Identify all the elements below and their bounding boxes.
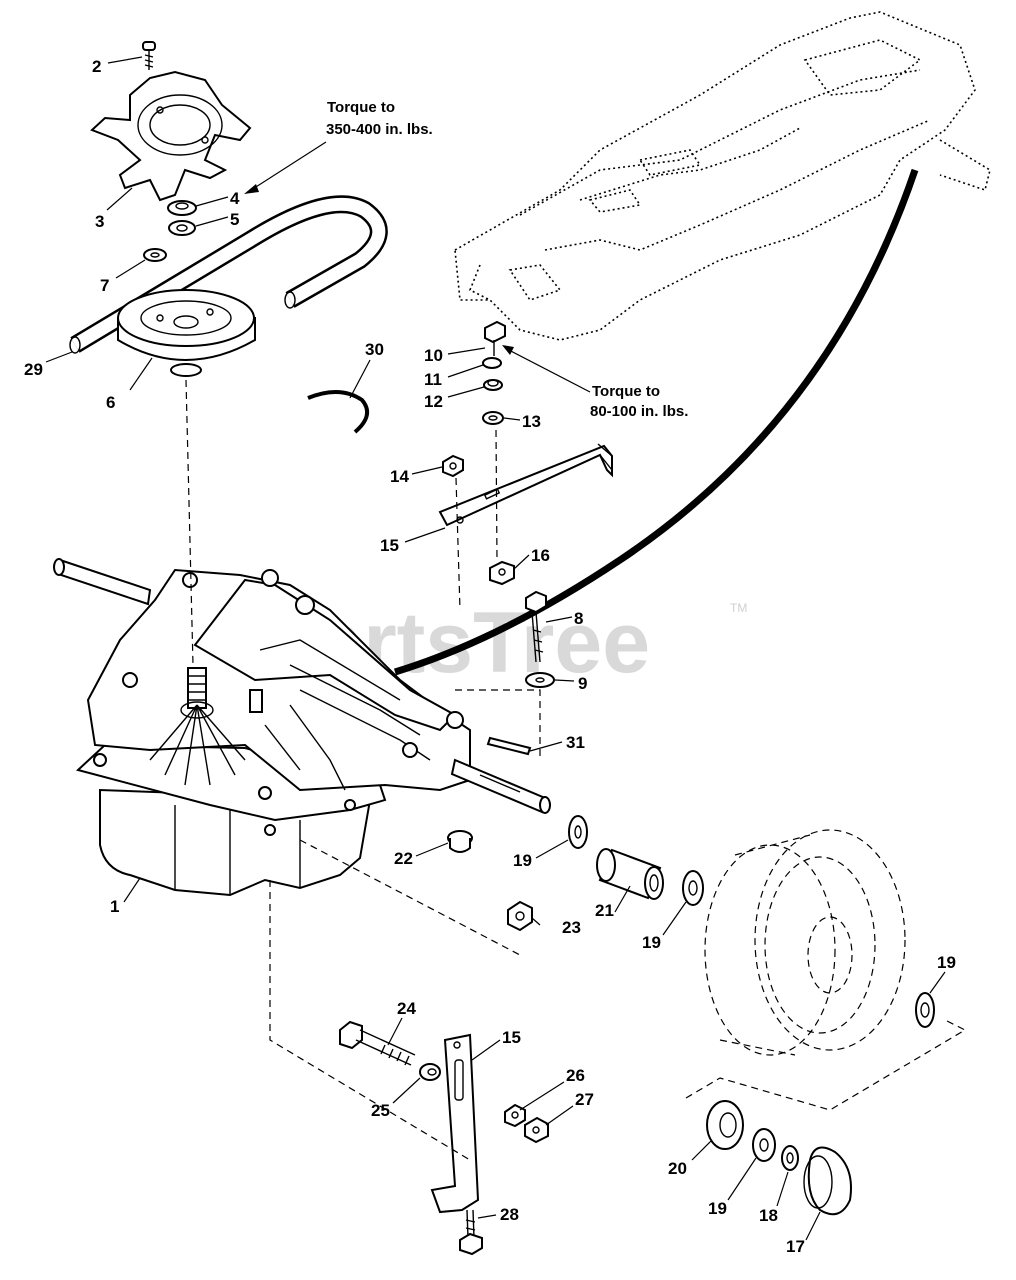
nut-part-16 <box>489 560 515 586</box>
torque-note-bracket-line1: Torque to <box>592 383 660 400</box>
pulley-part-6 <box>117 289 256 377</box>
callout-13: 13 <box>522 412 541 431</box>
callout-4: 4 <box>230 189 240 208</box>
torque-arrowhead-fan <box>244 184 259 194</box>
callout-27: 27 <box>575 1090 594 1109</box>
lock-washer-part-12 <box>483 379 503 391</box>
wheel-rim <box>704 829 906 1056</box>
callout-23: 23 <box>562 918 581 937</box>
washer-part-19-d <box>752 1128 776 1162</box>
screw-part-2 <box>142 41 156 70</box>
callout-15-upper: 15 <box>380 536 399 555</box>
callout-1: 1 <box>110 897 119 916</box>
callout-19-b: 19 <box>642 933 661 952</box>
leader-lines <box>45 56 946 1241</box>
nut-part-14 <box>442 454 464 478</box>
callout-20: 20 <box>668 1159 687 1178</box>
bolt-part-8 <box>525 590 547 663</box>
callout-22: 22 <box>394 849 413 868</box>
nut-part-4 <box>167 200 197 216</box>
callout-6: 6 <box>106 393 115 412</box>
drive-belt-part-29 <box>69 195 388 354</box>
callout-2: 2 <box>92 57 101 76</box>
screw-part-28 <box>459 1209 483 1256</box>
torque-note-fan-line2: 350-400 in. lbs. <box>326 121 433 138</box>
retainer-part-18 <box>781 1145 799 1171</box>
callout-24: 24 <box>397 999 416 1018</box>
callout-16: 16 <box>531 546 550 565</box>
callout-31: 31 <box>566 733 585 752</box>
callout-21: 21 <box>595 901 614 920</box>
washer-part-5 <box>168 220 196 236</box>
torque-arrowhead-bracket <box>502 345 514 355</box>
callout-19-a: 19 <box>513 851 532 870</box>
spacer-part-25 <box>419 1063 441 1081</box>
key-part-31 <box>486 736 532 756</box>
callout-28: 28 <box>500 1205 519 1224</box>
nut-part-26 <box>504 1103 526 1128</box>
callout-26: 26 <box>566 1066 585 1085</box>
tractor-frame-outline <box>454 11 991 341</box>
washer-part-9 <box>525 672 555 688</box>
callout-7: 7 <box>100 276 109 295</box>
callout-29: 29 <box>24 360 43 379</box>
washer-part-19-b <box>682 870 704 906</box>
callout-19-d: 19 <box>708 1199 727 1218</box>
assembly-lines <box>185 379 967 1161</box>
callout-14: 14 <box>390 467 409 486</box>
cooling-fan-part-3 <box>90 70 252 202</box>
washer-part-13 <box>482 411 504 425</box>
callout-17: 17 <box>786 1237 805 1256</box>
callout-18: 18 <box>759 1206 778 1225</box>
callout-12: 12 <box>424 392 443 411</box>
retaining-clip-part-30 <box>307 390 370 434</box>
callout-3: 3 <box>95 212 104 231</box>
trademark-mark: TM <box>730 601 747 615</box>
torque-note-bracket-line2: 80-100 in. lbs. <box>590 403 688 420</box>
nut-part-27 <box>524 1116 549 1144</box>
torque-note-fan-line1: Torque to <box>327 99 395 116</box>
bearing-part-20 <box>706 1100 744 1150</box>
washer-part-7 <box>143 248 167 262</box>
control-rod <box>393 168 919 676</box>
washer-part-19-c <box>915 992 935 1028</box>
bolt-part-10 <box>484 320 506 356</box>
nut-part-23 <box>507 900 533 932</box>
callout-9: 9 <box>578 674 587 693</box>
washer-part-11 <box>482 357 502 369</box>
drain-plug-part-22 <box>447 830 473 853</box>
mounting-bracket-part-15-upper <box>438 443 613 527</box>
spacer-part-21 <box>596 848 664 900</box>
callout-5: 5 <box>230 210 239 229</box>
callout-19-c: 19 <box>937 953 956 972</box>
callout-25: 25 <box>371 1101 390 1120</box>
bolt-part-24 <box>339 1020 416 1066</box>
washer-part-19-a <box>568 815 588 849</box>
callout-15-lower: 15 <box>502 1028 521 1047</box>
callout-10: 10 <box>424 346 443 365</box>
callout-11: 11 <box>424 370 442 389</box>
callout-30: 30 <box>365 340 384 359</box>
transaxle-housing-part-1 <box>53 558 551 897</box>
hub-cap-part-17 <box>803 1146 852 1216</box>
callout-8: 8 <box>574 609 583 628</box>
mounting-bracket-part-15-lower <box>430 1033 480 1214</box>
